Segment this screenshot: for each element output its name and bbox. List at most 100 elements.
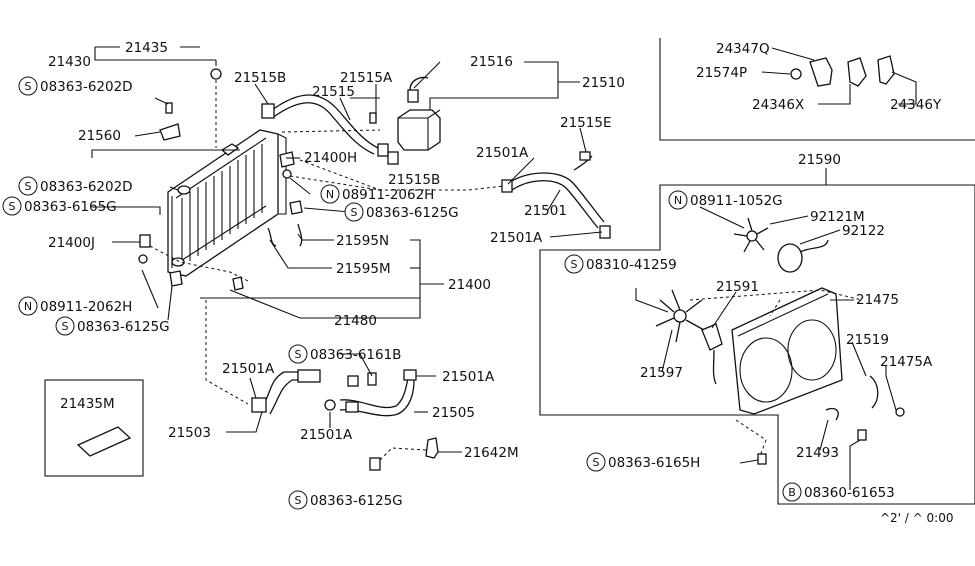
label-24346X: 24346X <box>752 97 804 113</box>
pad-21435M <box>76 426 132 457</box>
labels: 21435 21430 S 08363-6202D 21515B 21515 2… <box>2 40 953 525</box>
label-21480: 21480 <box>334 313 377 329</box>
motor-21591 <box>701 323 723 385</box>
label-08363-6125G-bottom: 08363-6125G <box>310 493 403 509</box>
radiator-core <box>167 129 287 277</box>
b-prefix: B <box>788 486 796 499</box>
label-21493: 21493 <box>796 445 839 461</box>
label-24346Y: 24346Y <box>890 97 942 113</box>
label-21515B-upper: 21515B <box>234 70 286 86</box>
label-21591: 21591 <box>716 279 759 295</box>
label-08363-6125G-mid: 08363-6125G <box>366 205 459 221</box>
label-21503: 21503 <box>168 425 211 441</box>
label-21430: 21430 <box>48 54 91 70</box>
s-prefix: S <box>62 320 69 333</box>
label-21400: 21400 <box>448 277 491 293</box>
b-circle-icon <box>782 482 802 502</box>
label-21516: 21516 <box>470 54 513 70</box>
s-prefix: S <box>295 348 302 361</box>
label-21560: 21560 <box>78 128 121 144</box>
label-08911-2062H-lower: 08911-2062H <box>40 299 132 315</box>
upper-hose-21515 <box>261 94 389 157</box>
label-08363-6165G: 08363-6165G <box>24 199 117 215</box>
label-21475A: 21475A <box>880 354 933 370</box>
label-08363-6202D-lower: 08363-6202D <box>40 179 133 195</box>
label-21515E: 21515E <box>560 115 611 131</box>
label-08360-61653: 08360-61653 <box>804 485 895 501</box>
label-21515B-lower: 21515B <box>388 172 440 188</box>
label-92121M: 92121M <box>810 209 865 225</box>
hoses-21503-21505 <box>251 369 417 417</box>
fan-group-frame <box>539 184 975 505</box>
s-prefix: S <box>25 180 32 193</box>
label-08363-6161B: 08363-6161B <box>310 347 401 363</box>
fan-shroud-21475 <box>731 287 905 465</box>
s-prefix: S <box>295 494 302 507</box>
motor-92122 <box>777 239 829 273</box>
label-08363-6125G-left: 08363-6125G <box>77 319 170 335</box>
label-08911-1052G: 08911-1052G <box>690 193 783 209</box>
label-21501A-lower-left: 21501A <box>222 361 275 377</box>
label-21519: 21519 <box>846 332 889 348</box>
label-21400H: 21400H <box>304 150 357 166</box>
label-21505: 21505 <box>432 405 475 421</box>
s-circle-icon <box>18 176 38 196</box>
label-21574P: 21574P <box>696 65 747 81</box>
s-circle-icon <box>2 196 22 216</box>
reservoir-tank <box>387 76 441 165</box>
label-92122: 92122 <box>842 223 885 239</box>
label-21501A-lower-right: 21501A <box>442 369 495 385</box>
label-21435M: 21435M <box>60 396 115 412</box>
label-21435: 21435 <box>125 40 168 56</box>
n-prefix: N <box>24 300 32 313</box>
label-21501A-top: 21501A <box>476 145 529 161</box>
label-21501: 21501 <box>524 203 567 219</box>
s-circle-icon <box>564 254 584 274</box>
inset-parts-24346 <box>790 55 895 87</box>
label-21590: 21590 <box>798 152 841 168</box>
label-21400J: 21400J <box>48 235 95 251</box>
s-circle-icon <box>586 452 606 472</box>
fan-92121M <box>733 217 769 253</box>
hose-21501 <box>501 151 611 239</box>
s-circle-icon <box>288 490 308 510</box>
label-21475: 21475 <box>856 292 899 308</box>
label-21642M: 21642M <box>464 445 519 461</box>
label-21515: 21515 <box>312 84 355 100</box>
s-prefix: S <box>9 200 16 213</box>
fan-21597 <box>655 289 705 343</box>
bracket-21642M <box>369 437 439 471</box>
footer-code: ^2' / ^ 0:00 <box>880 511 953 525</box>
s-prefix: S <box>593 456 600 469</box>
label-21597: 21597 <box>640 365 683 381</box>
leader-lines <box>91 46 917 490</box>
s-circle-icon <box>18 76 38 96</box>
n-circle-icon <box>320 184 340 204</box>
s-prefix: S <box>571 258 578 271</box>
s-circle-icon <box>55 316 75 336</box>
label-21595N: 21595N <box>336 233 389 249</box>
n-prefix: N <box>326 188 334 201</box>
n-prefix: N <box>674 194 682 207</box>
n-circle-icon <box>668 190 688 210</box>
s-circle-icon <box>288 344 308 364</box>
inset-frame-top-right <box>659 38 975 141</box>
label-24347Q: 24347Q <box>716 41 770 57</box>
label-21595M: 21595M <box>336 261 391 277</box>
label-21501A-right: 21501A <box>490 230 543 246</box>
s-prefix: S <box>351 206 358 219</box>
n-circle-icon <box>18 296 38 316</box>
label-21501A-lower-mid: 21501A <box>300 427 353 443</box>
label-21515A: 21515A <box>340 70 393 86</box>
dashed-lines <box>149 80 863 461</box>
label-08363-6202D-upper: 08363-6202D <box>40 79 133 95</box>
label-08310-41259: 08310-41259 <box>586 257 677 273</box>
s-prefix: S <box>25 80 32 93</box>
s-circle-icon <box>344 202 364 222</box>
label-08911-2062H-upper: 08911-2062H <box>342 187 434 203</box>
radiator-hardware <box>138 60 303 291</box>
inset-frame-21435M <box>44 379 144 477</box>
label-08363-6165H: 08363-6165H <box>608 455 700 471</box>
label-21510: 21510 <box>582 75 625 91</box>
